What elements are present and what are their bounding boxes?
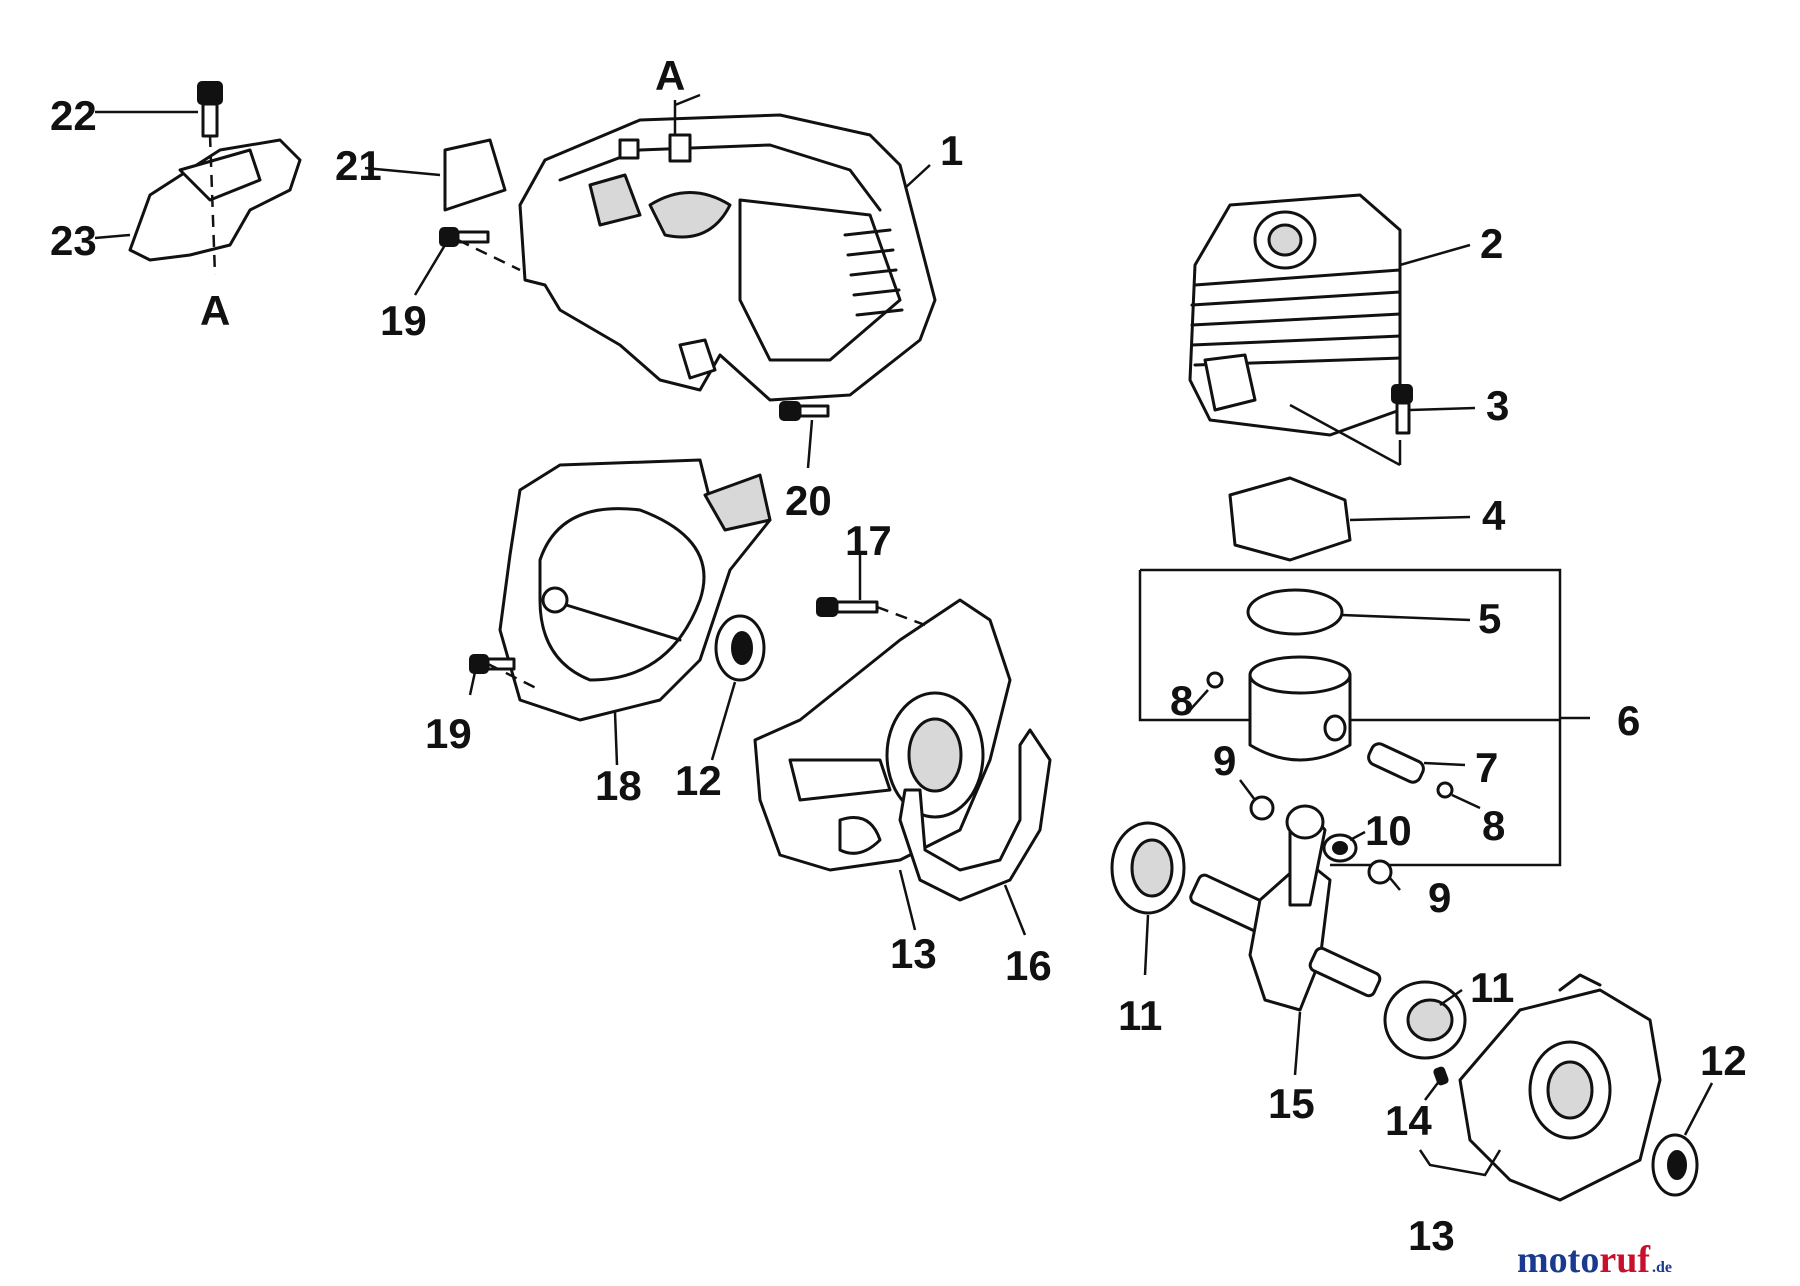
section-mark-a-left: A xyxy=(200,287,230,334)
watermark-suffix: .de xyxy=(1652,1259,1672,1276)
callout-9-left: 9 xyxy=(1213,737,1236,784)
part-13-crankcase-right xyxy=(1458,973,1662,1202)
callout-18: 18 xyxy=(595,762,642,809)
callout-3: 3 xyxy=(1486,382,1509,429)
part-3-bolt xyxy=(1391,384,1413,435)
part-2-cylinder xyxy=(1188,193,1402,437)
callout-17: 17 xyxy=(845,517,892,564)
part-16-crankcase-gasket xyxy=(898,728,1052,902)
callout-23: 23 xyxy=(50,217,97,264)
callout-2: 2 xyxy=(1480,220,1503,267)
part-1-engine-shroud xyxy=(518,113,937,402)
part-9-washer-left xyxy=(1249,795,1275,821)
watermark-brand-ruf: ruf xyxy=(1599,1239,1651,1281)
callout-21: 21 xyxy=(335,142,382,189)
leader-lines xyxy=(94,93,1714,1177)
part-8-clip-upper xyxy=(1206,671,1224,689)
watermark-brand-moto: moto xyxy=(1517,1239,1599,1281)
part-17-bolt xyxy=(816,597,879,617)
part-11-bearing-right xyxy=(1383,980,1467,1060)
part-23-cover-bracket xyxy=(128,134,302,276)
part-18-fan-housing xyxy=(498,458,772,722)
watermark-brand: motoruf xyxy=(1517,1239,1651,1281)
callout-12-right: 12 xyxy=(1700,1037,1747,1084)
callout-20: 20 xyxy=(785,477,832,524)
callout-13-left: 13 xyxy=(890,930,937,977)
part-15-crankshaft xyxy=(1189,804,1382,1012)
part-19-bolt-upper xyxy=(439,227,490,247)
part-12-seal-left xyxy=(714,614,766,682)
callout-19-lower: 19 xyxy=(425,710,472,757)
part-7-piston-pin xyxy=(1367,742,1425,784)
part-9-washer-right xyxy=(1367,859,1393,885)
callout-8-upper: 8 xyxy=(1170,677,1193,724)
part-5-piston-ring xyxy=(1246,588,1344,636)
svg-text:motoruf: motoruf xyxy=(1517,1239,1651,1281)
part-13-crankcase-left xyxy=(753,598,1012,872)
callout-16: 16 xyxy=(1005,942,1052,989)
callout-15: 15 xyxy=(1268,1080,1315,1127)
callout-12-left: 12 xyxy=(675,757,722,804)
callout-4: 4 xyxy=(1482,492,1506,539)
part-14-dowel-pin xyxy=(1433,1066,1449,1086)
callout-13-right: 13 xyxy=(1408,1212,1455,1259)
callout-5: 5 xyxy=(1478,595,1501,642)
callout-11-right: 11 xyxy=(1470,964,1514,1011)
callout-22: 22 xyxy=(50,92,97,139)
section-mark-a-top: A xyxy=(655,52,685,99)
part-12-seal-right xyxy=(1651,1133,1699,1197)
callout-10: 10 xyxy=(1365,807,1412,854)
callout-1: 1 xyxy=(940,127,963,174)
callout-19-upper: 19 xyxy=(380,297,427,344)
motoruf-watermark: motoruf .de xyxy=(1517,1239,1672,1281)
part-21-label-plate xyxy=(443,138,507,212)
part-8-clip-lower xyxy=(1436,781,1454,799)
callout-9-right: 9 xyxy=(1428,874,1451,921)
part-19-bolt-lower xyxy=(469,654,516,674)
callout-8-lower: 8 xyxy=(1482,802,1505,849)
callout-7: 7 xyxy=(1475,744,1498,791)
callout-6: 6 xyxy=(1617,697,1640,744)
part-22-bolt xyxy=(197,81,223,138)
part-11-bearing-left xyxy=(1110,821,1186,915)
part-20-bolt xyxy=(779,401,830,421)
callout-11-left: 11 xyxy=(1118,992,1162,1039)
callout-14: 14 xyxy=(1385,1097,1432,1144)
part-7-piston xyxy=(1248,655,1352,762)
part-10-needle-bearing xyxy=(1322,833,1358,863)
part-4-gasket xyxy=(1228,476,1352,562)
